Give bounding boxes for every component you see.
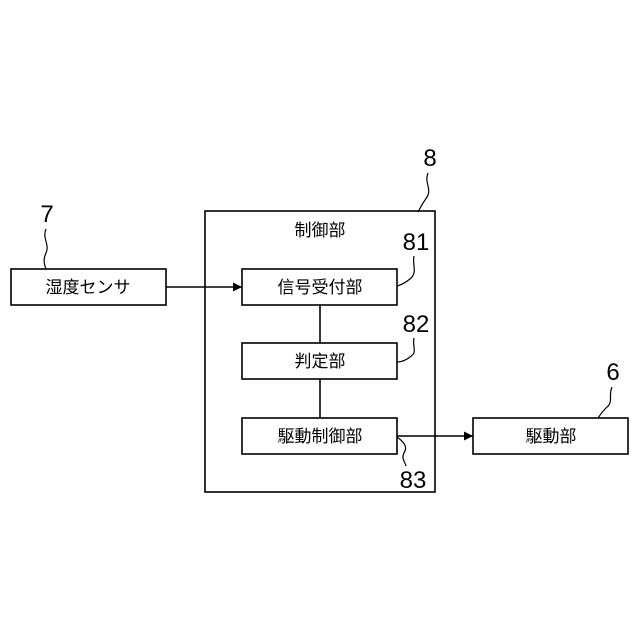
controller-ref-number: 8 <box>423 145 436 172</box>
controller-leader-line <box>418 173 429 212</box>
judgment-unit-label: 判定部 <box>295 352 346 372</box>
signal-receiver-label: 信号受付部 <box>278 278 363 298</box>
humidity-sensor-label: 湿度センサ <box>46 278 131 298</box>
humidity-sensor-ref-number: 7 <box>40 201 53 228</box>
drive-controller-ref-number: 83 <box>400 467 427 494</box>
controller-label: 制御部 <box>295 221 346 241</box>
judgment-unit-leader-line <box>397 338 414 362</box>
drive-unit-ref-number: 6 <box>606 359 619 386</box>
signal-receiver-ref-number: 81 <box>403 229 430 256</box>
drive-controller-label: 駆動制御部 <box>278 427 363 447</box>
drive-unit-leader-line <box>598 387 612 418</box>
judgment-unit-ref-number: 82 <box>403 311 430 338</box>
drive-unit-label: 駆動部 <box>526 427 577 447</box>
drive-controller-leader-line <box>397 437 406 466</box>
signal-receiver-leader-line <box>397 256 414 286</box>
humidity-sensor-leader-line <box>44 229 47 269</box>
